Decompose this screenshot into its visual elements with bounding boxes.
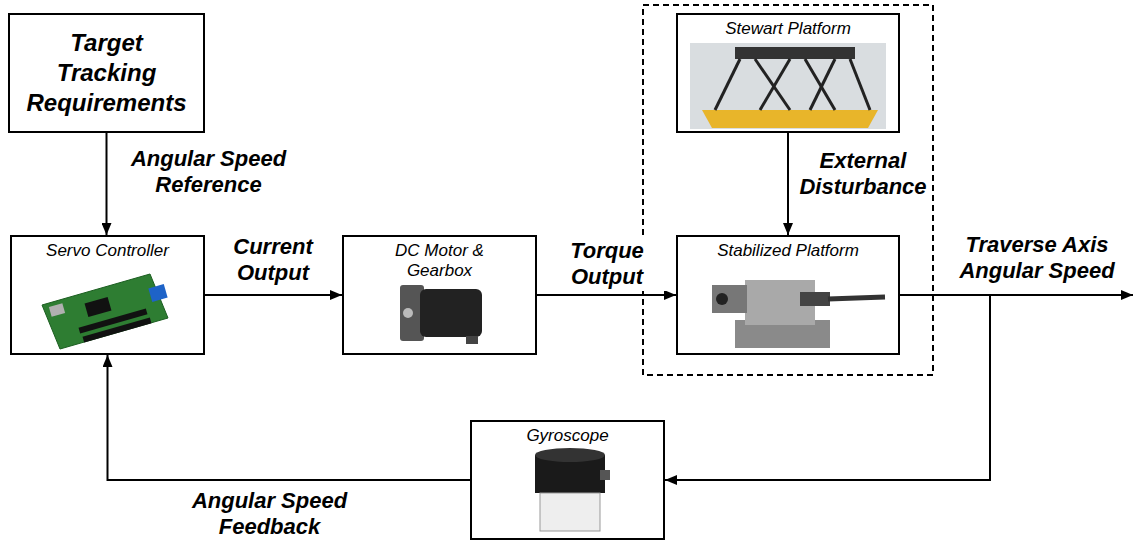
signal-label: Angular Speed Reference: [116, 146, 301, 199]
motor-body: [420, 289, 482, 337]
process-box: DC Motor & Gearbox: [342, 235, 537, 355]
controller-board-picture: [42, 274, 168, 349]
photo-background: [690, 43, 886, 129]
pin-header: [83, 317, 152, 342]
leg: [810, 59, 835, 110]
gyro-top: [535, 448, 605, 462]
chip: [85, 297, 112, 317]
node-title: Gyroscope: [526, 422, 608, 446]
node-title: Servo Controller: [46, 237, 169, 261]
signal-arrow: [108, 355, 471, 480]
process-box: Stewart Platform: [676, 13, 900, 133]
motor-shaft: [403, 308, 413, 318]
node-title: Target Tracking Requirements: [19, 28, 194, 118]
turret-picture: [712, 280, 885, 348]
platform-base: [702, 110, 878, 128]
node-title: DC Motor & Gearbox: [385, 237, 495, 282]
gyro-connector: [600, 470, 610, 480]
signal-label: External Disturbance: [794, 148, 932, 201]
signal-arrow: [665, 295, 990, 480]
signal-label: Torque Output: [543, 238, 671, 291]
leg: [850, 59, 870, 110]
leg: [805, 59, 835, 110]
signal-label: Current Output: [213, 234, 333, 287]
pcb-board: [42, 274, 168, 349]
gyroscope-picture: [535, 448, 610, 531]
platform-legs: [715, 59, 870, 110]
plant-region: [643, 5, 933, 375]
process-box: Stabilized Platform: [676, 235, 900, 355]
signal-arrow: [787, 133, 789, 235]
motor-picture: [400, 285, 482, 344]
leg: [755, 59, 790, 110]
terminal-block: [148, 284, 167, 302]
gyro-base: [540, 493, 600, 531]
node-title: Stewart Platform: [725, 15, 851, 39]
signal-label: Traverse Axis Angular Speed: [944, 232, 1130, 285]
sensor-box: [712, 285, 747, 313]
signal-arrow: [205, 294, 342, 296]
node-title: Stabilized Platform: [717, 237, 859, 261]
gun-receiver: [800, 292, 830, 306]
platform-top: [735, 47, 855, 59]
process-box: Gyroscope: [470, 420, 665, 540]
gun-barrel: [828, 297, 885, 299]
output-arrow: [990, 294, 1133, 296]
signal-arrow: [106, 133, 108, 235]
stewart-picture: [690, 43, 886, 129]
process-box: Target Tracking Requirements: [8, 13, 205, 133]
signal-arrow: [537, 294, 676, 296]
signal-label: Angular Speed Feedback: [172, 488, 367, 541]
leg: [760, 59, 790, 110]
pin-headers: [79, 297, 152, 343]
usb-connector: [49, 303, 65, 316]
sensor-lens: [716, 293, 728, 305]
process-box: Servo Controller: [10, 235, 205, 355]
motor-connector: [466, 336, 478, 344]
leg: [715, 59, 740, 110]
